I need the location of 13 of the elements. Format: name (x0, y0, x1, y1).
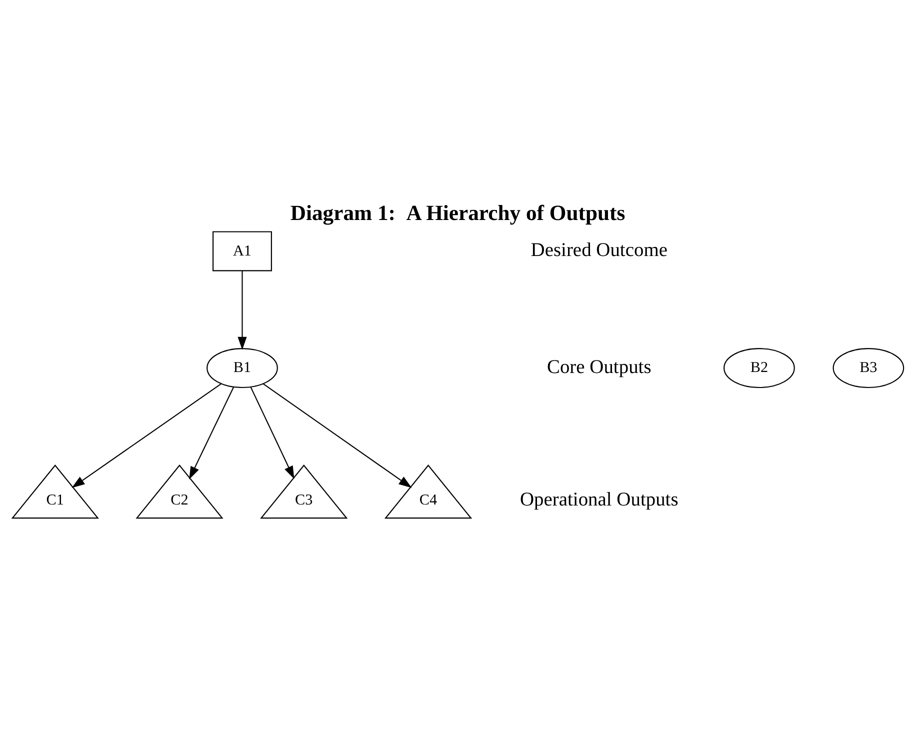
label: Operational Outputs (520, 489, 678, 510)
node-ellipse: B2 (724, 348, 795, 388)
arrow (250, 387, 294, 480)
arrow (262, 383, 412, 488)
node-ellipse: B1 (206, 348, 278, 388)
label: Desired Outcome (530, 240, 668, 261)
node-box: A1 (212, 231, 272, 272)
arrow (72, 383, 222, 488)
node-ellipse: B3 (832, 348, 904, 388)
diagram-title: Diagram 1: A Hierarchy of Outputs (290, 200, 626, 225)
label: Core Outputs (546, 356, 652, 378)
arrow (189, 387, 234, 480)
arrow (238, 270, 247, 350)
